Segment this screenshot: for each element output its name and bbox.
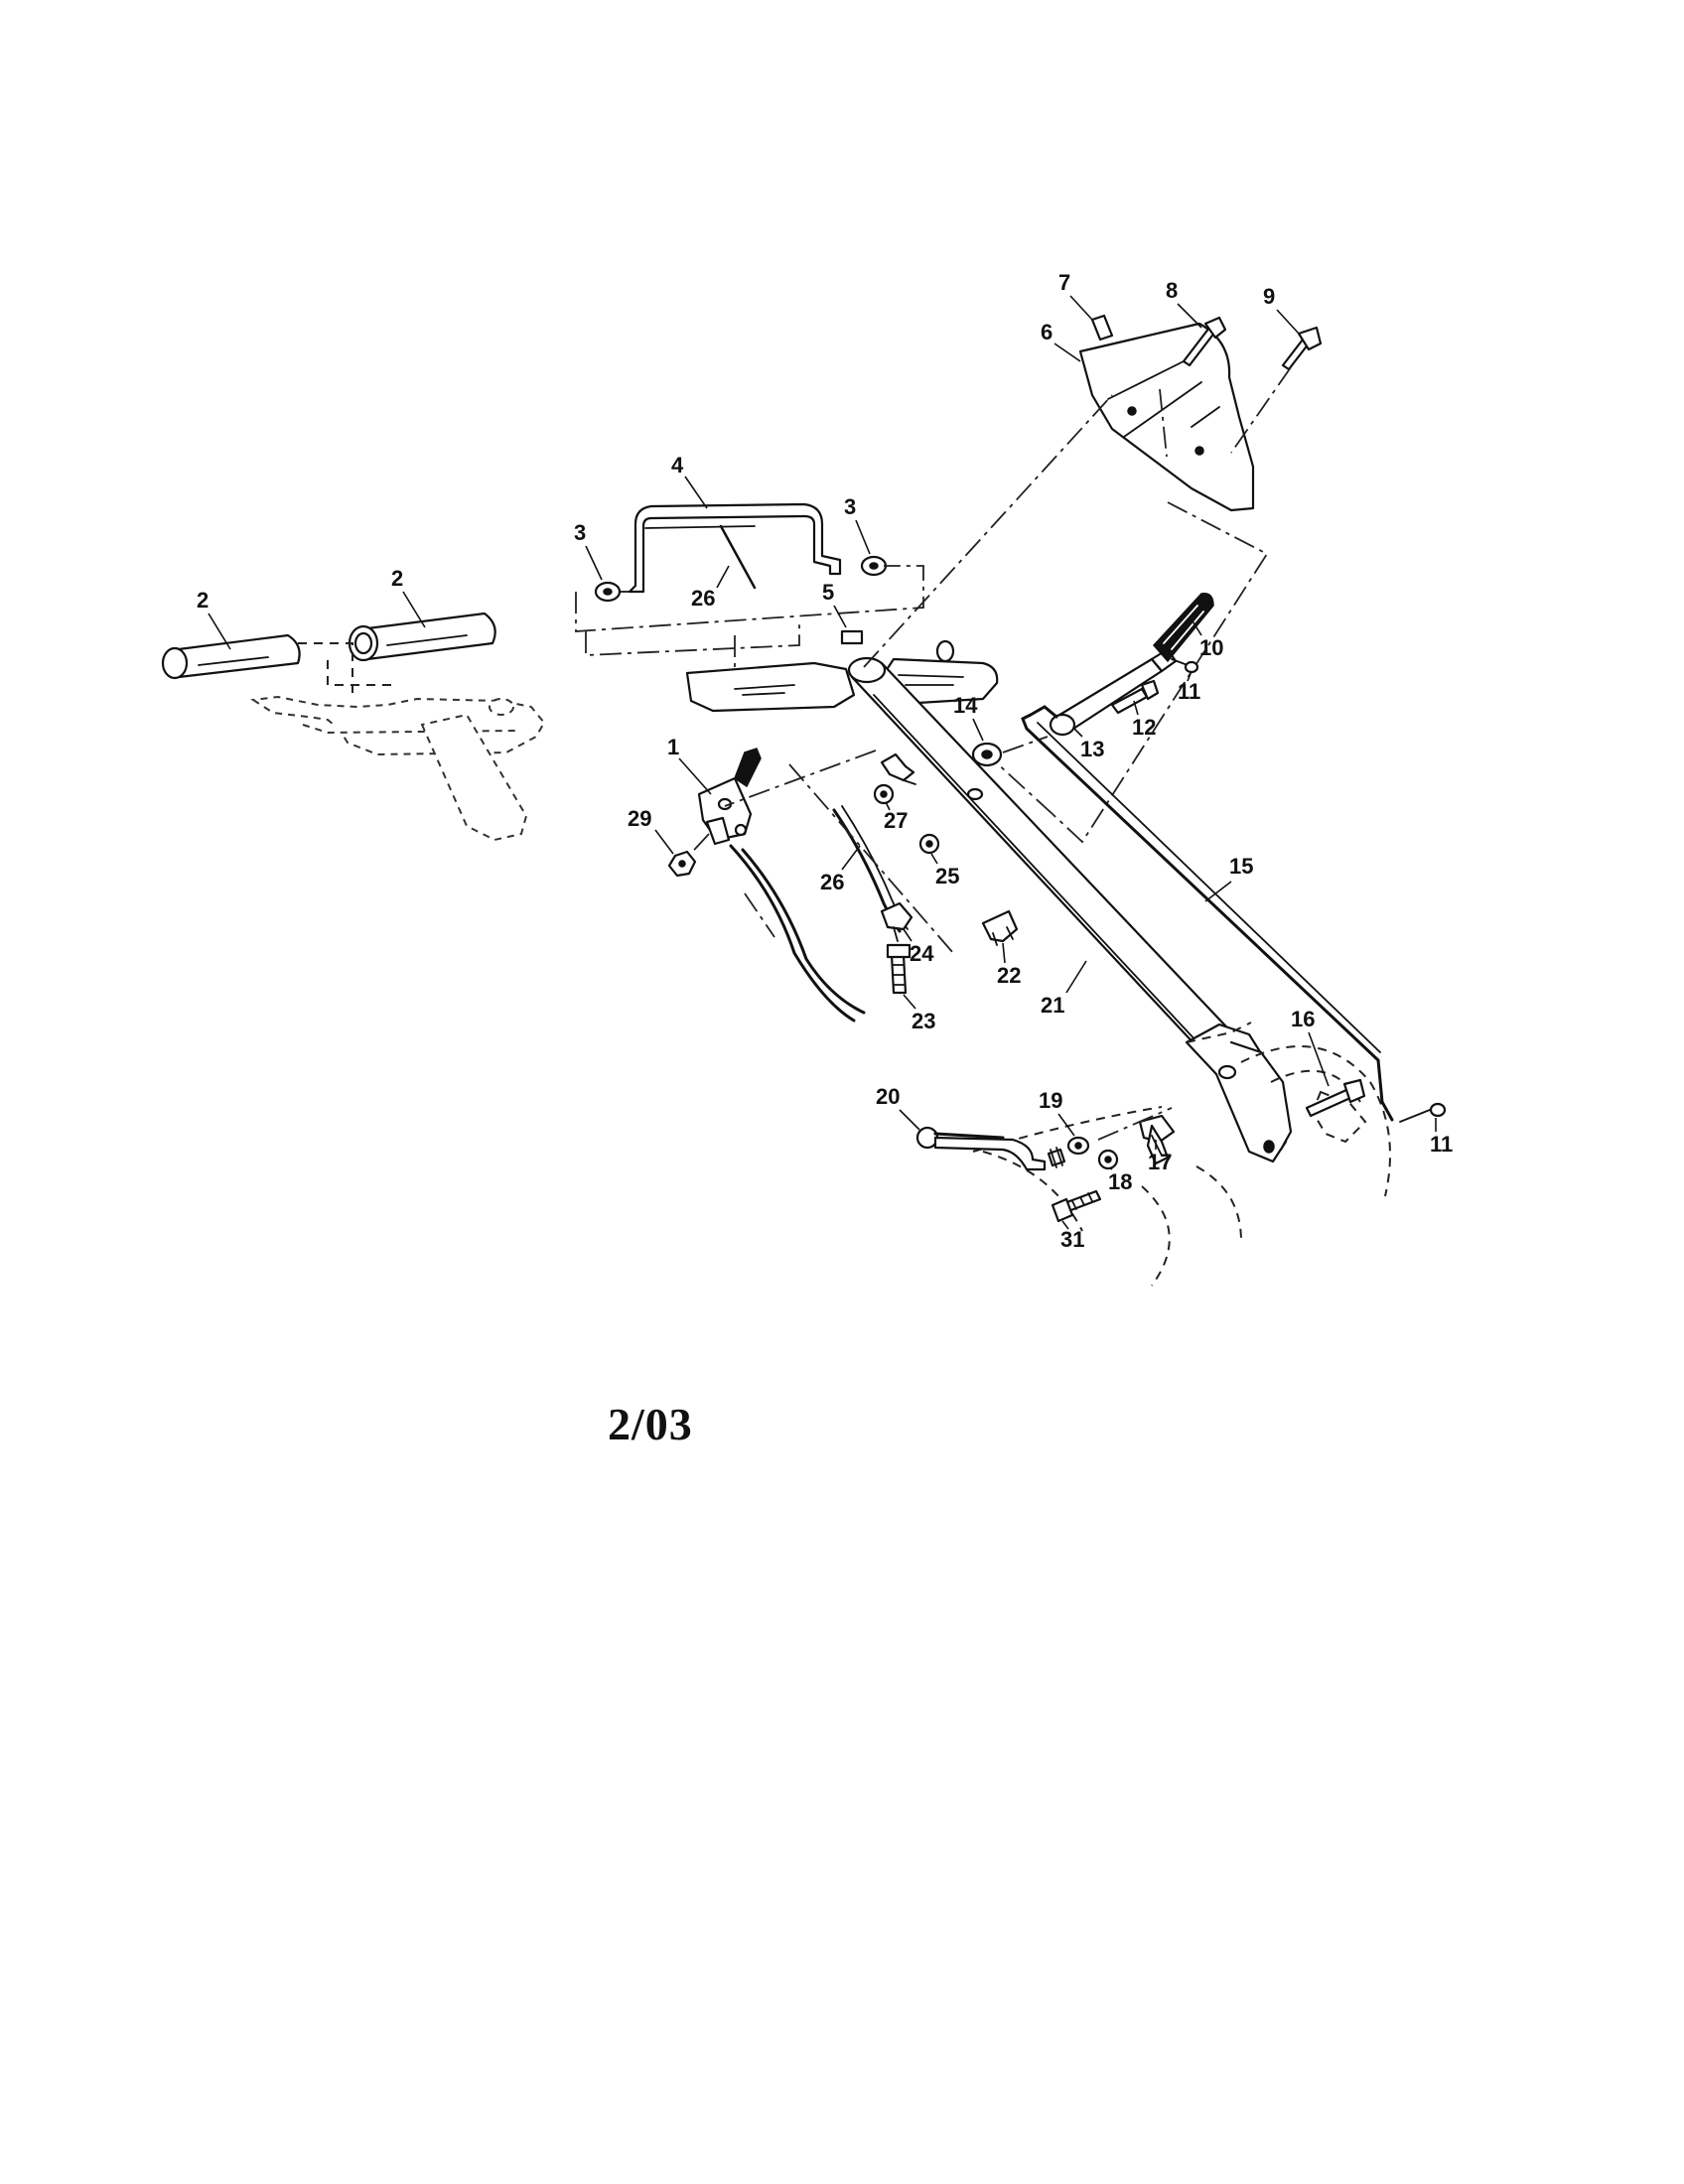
callout-22: 22: [997, 963, 1021, 988]
callout-26b: 26: [820, 870, 844, 894]
date-code: 2/03: [608, 1399, 693, 1449]
clip-5: [840, 629, 864, 645]
callout-13: 13: [1080, 737, 1104, 761]
shift-rod-15: [1021, 705, 1394, 1122]
callout-31: 31: [1060, 1227, 1084, 1252]
bracket-27: [880, 752, 916, 785]
callout-5: 5: [822, 580, 834, 605]
throttle-cable: [729, 844, 866, 1023]
bolt-12: [1110, 679, 1160, 715]
callout-15: 15: [1229, 854, 1253, 879]
callout-26a: 26: [691, 586, 715, 611]
callout-24: 24: [910, 941, 934, 966]
pin-7: [1090, 314, 1114, 341]
washer-19: [1066, 1136, 1090, 1156]
callout-2a: 2: [197, 588, 209, 613]
callout-9: 9: [1263, 284, 1275, 309]
nut-25: [918, 833, 940, 855]
handle-bracket: [628, 502, 842, 594]
handle-plate: [685, 639, 999, 713]
cotter-pin-upper: [1171, 658, 1199, 674]
callout-4: 4: [671, 453, 684, 478]
callout-20: 20: [876, 1084, 900, 1109]
bolt-23: [886, 943, 912, 995]
callout-21: 21: [1041, 993, 1064, 1018]
callout-27: 27: [884, 808, 908, 833]
bolt-31: [1051, 1189, 1102, 1223]
nut-29: [667, 850, 697, 878]
phantom-housing: [972, 1022, 1391, 1287]
shield-6: [1078, 322, 1255, 512]
lower-handle-bracket: [1185, 1023, 1293, 1163]
washer-right: [860, 555, 888, 577]
bolt-16: [1305, 1078, 1366, 1118]
callout-11a: 11: [1178, 679, 1200, 704]
tube-hole: [966, 787, 984, 801]
callout-23: 23: [912, 1009, 935, 1033]
cable-clamp-24: [880, 901, 913, 942]
bolt-8: [1182, 316, 1227, 367]
callout-6: 6: [1041, 320, 1052, 344]
callout-3a: 3: [574, 520, 586, 545]
callout-29: 29: [628, 806, 651, 831]
lever-grip-10: [1152, 593, 1214, 663]
callout-25: 25: [935, 864, 959, 888]
callout-17: 17: [1148, 1150, 1172, 1174]
callout-7: 7: [1058, 270, 1070, 295]
phantom-handle-assembly: [250, 695, 546, 842]
throttle-control-1: [697, 748, 762, 846]
callouts: 1 2 2 3 3 4 5 6 7 8 9 10 11 11 12 13 14 …: [197, 270, 1453, 1252]
cam-17: [1138, 1114, 1176, 1165]
nut-27: [873, 783, 895, 805]
callout-12: 12: [1132, 715, 1156, 740]
washer-left: [594, 581, 638, 603]
bolt-9: [1281, 326, 1323, 371]
control-lever-20: [915, 1126, 1047, 1171]
grip-left: [161, 633, 301, 680]
shift-lever: [1049, 647, 1178, 737]
callout-14: 14: [953, 693, 978, 718]
spring-19: [1047, 1147, 1066, 1168]
callout-16: 16: [1291, 1007, 1315, 1031]
callout-2b: 2: [391, 566, 403, 591]
cotter-pin-lower: [1399, 1102, 1447, 1123]
callout-10: 10: [1199, 635, 1223, 660]
callout-1: 1: [667, 735, 679, 759]
clip-22: [981, 909, 1019, 946]
main-handle-tube: [847, 656, 1243, 1064]
cable-26-upper: [719, 524, 757, 590]
callout-3b: 3: [844, 494, 856, 519]
nut-18: [1097, 1149, 1119, 1170]
callout-11b: 11: [1430, 1132, 1453, 1157]
callout-19: 19: [1039, 1088, 1062, 1113]
spacer-14: [971, 742, 1003, 767]
callout-8: 8: [1166, 278, 1178, 303]
grip-right: [348, 612, 496, 662]
callout-18: 18: [1108, 1169, 1132, 1194]
